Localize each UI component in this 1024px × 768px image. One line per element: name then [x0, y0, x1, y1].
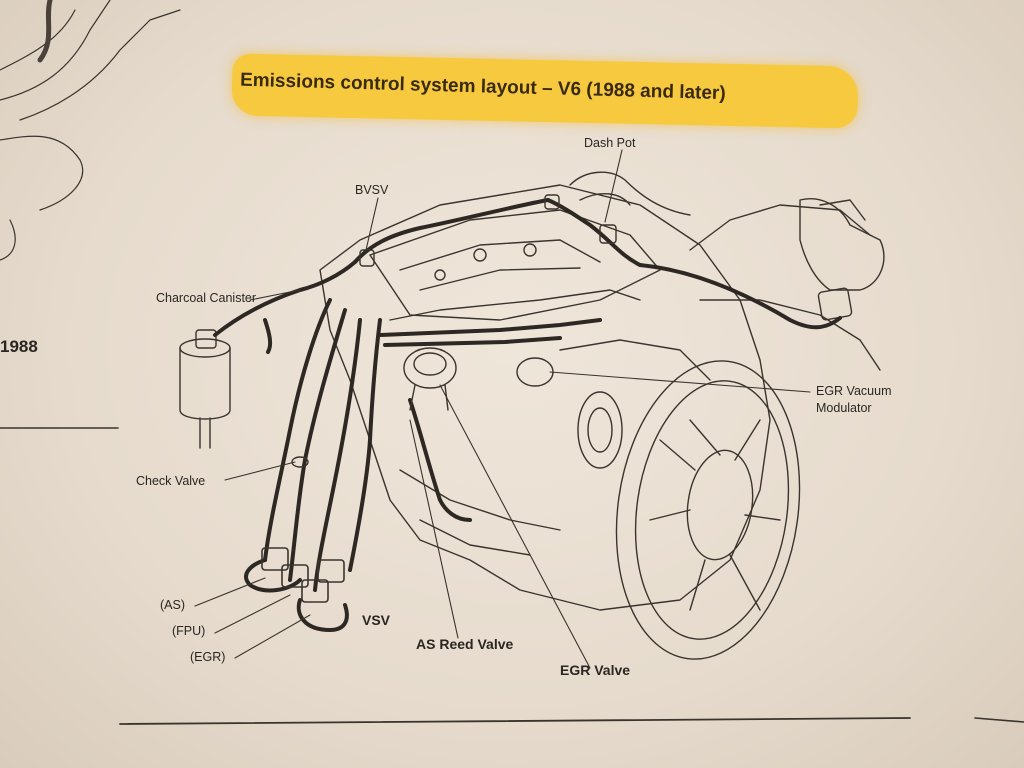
crank-pulley — [577, 360, 801, 660]
vacuum-hoses — [213, 198, 842, 632]
engine-block — [319, 184, 881, 611]
charcoal-canister — [179, 329, 231, 449]
label-check-valve: Check Valve — [136, 474, 206, 488]
label-bvsv: BVSV — [355, 183, 389, 197]
margin-year-text: 1988 — [0, 337, 38, 356]
label-egr-vacuum-modulator-1: EGR Vacuum — [816, 384, 892, 398]
label-vsv: VSV — [362, 612, 391, 628]
leader-lines — [194, 149, 811, 669]
label-as-reed-valve: AS Reed Valve — [416, 636, 514, 652]
adjacent-figure-fragment — [0, 0, 181, 261]
label-egr-vacuum-modulator-2: Modulator — [816, 401, 872, 415]
vsv-cluster — [261, 547, 345, 603]
label-fpu: (FPU) — [172, 624, 206, 638]
rule-bottom-right — [974, 717, 1024, 723]
rule-bottom — [119, 717, 911, 725]
label-as: (AS) — [160, 598, 185, 612]
small-fittings — [359, 194, 617, 267]
check-valve-body — [291, 456, 309, 468]
egr-components — [291, 347, 554, 468]
label-dash-pot: Dash Pot — [584, 136, 636, 150]
label-egr: (EGR) — [190, 650, 226, 664]
label-egr-valve: EGR Valve — [560, 662, 631, 678]
label-charcoal-canister: Charcoal Canister — [156, 291, 257, 305]
